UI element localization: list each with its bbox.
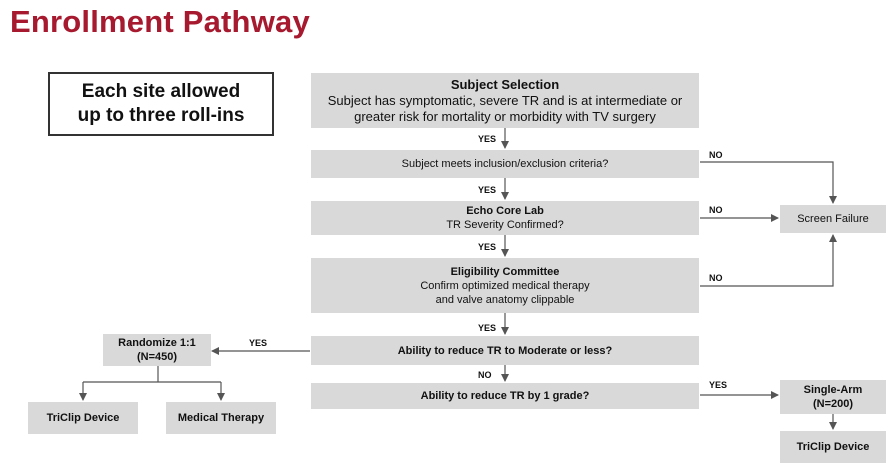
- single-arm-line-2: (N=200): [812, 398, 854, 410]
- eligibility-committee-title: Eligibility Committee: [450, 265, 560, 278]
- randomize-box: Randomize 1:1 (N=450): [103, 334, 211, 366]
- roll-in-note: Each site allowed up to three roll-ins: [48, 72, 274, 136]
- yes-label-1: YES: [478, 134, 497, 144]
- reduce-grade-box: Ability to reduce TR by 1 grade?: [311, 383, 699, 409]
- edge-inclusion-no: [700, 161, 837, 204]
- screen-failure-box: Screen Failure: [780, 205, 886, 233]
- single-arm-box: Single-Arm (N=200): [780, 380, 886, 414]
- triclip-device-right-box: TriClip Device: [780, 431, 886, 463]
- medical-therapy-box: Medical Therapy: [166, 402, 276, 434]
- reduce-grade-text: Ability to reduce TR by 1 grade?: [420, 390, 590, 402]
- eligibility-committee-box: Eligibility Committee Confirm optimized …: [311, 258, 699, 313]
- reduce-moderate-box: Ability to reduce TR to Moderate or less…: [311, 336, 699, 365]
- yes-label-single-arm: YES: [709, 380, 728, 390]
- echo-core-lab-title: Echo Core Lab: [466, 205, 544, 217]
- inclusion-criteria-text: Subject meets inclusion/exclusion criter…: [401, 158, 609, 170]
- edge-eligibility-no: [700, 234, 837, 287]
- no-label-echo: NO: [709, 205, 723, 215]
- inclusion-criteria-box: Subject meets inclusion/exclusion criter…: [311, 150, 699, 178]
- no-label-eligibility: NO: [709, 273, 723, 283]
- screen-failure-text: Screen Failure: [797, 213, 869, 225]
- roll-in-line-2: up to three roll-ins: [77, 105, 245, 126]
- no-label-moderate: NO: [478, 370, 492, 380]
- subject-selection-box: Subject Selection Subject has symptomati…: [311, 73, 699, 128]
- yes-label-3: YES: [478, 242, 497, 252]
- echo-core-lab-box: Echo Core Lab TR Severity Confirmed?: [311, 201, 699, 235]
- eligibility-committee-line-1: Confirm optimized medical therapy: [420, 279, 590, 292]
- triclip-device-left-box: TriClip Device: [28, 402, 138, 434]
- yes-label-randomize: YES: [249, 338, 268, 348]
- medical-therapy-text: Medical Therapy: [177, 412, 265, 424]
- triclip-device-right-text: TriClip Device: [796, 441, 870, 453]
- subject-selection-line-2: greater risk for mortality or morbidity …: [354, 108, 656, 124]
- no-label-inclusion: NO: [709, 150, 723, 160]
- page-title: Enrollment Pathway: [10, 4, 310, 39]
- echo-core-lab-text: TR Severity Confirmed?: [446, 219, 564, 231]
- eligibility-committee-line-2: and valve anatomy clippable: [435, 293, 575, 306]
- subject-selection-title: Subject Selection: [450, 76, 560, 92]
- yes-label-4: YES: [478, 323, 497, 333]
- triclip-device-left-text: TriClip Device: [46, 412, 120, 424]
- single-arm-line-1: Single-Arm: [803, 384, 863, 396]
- randomize-line-2: (N=450): [136, 351, 178, 363]
- roll-in-line-1: Each site allowed: [81, 81, 241, 102]
- yes-label-2: YES: [478, 185, 497, 195]
- subject-selection-line-1: Subject has symptomatic, severe TR and i…: [327, 92, 683, 108]
- reduce-moderate-text: Ability to reduce TR to Moderate or less…: [397, 344, 613, 357]
- randomize-line-1: Randomize 1:1: [118, 337, 196, 349]
